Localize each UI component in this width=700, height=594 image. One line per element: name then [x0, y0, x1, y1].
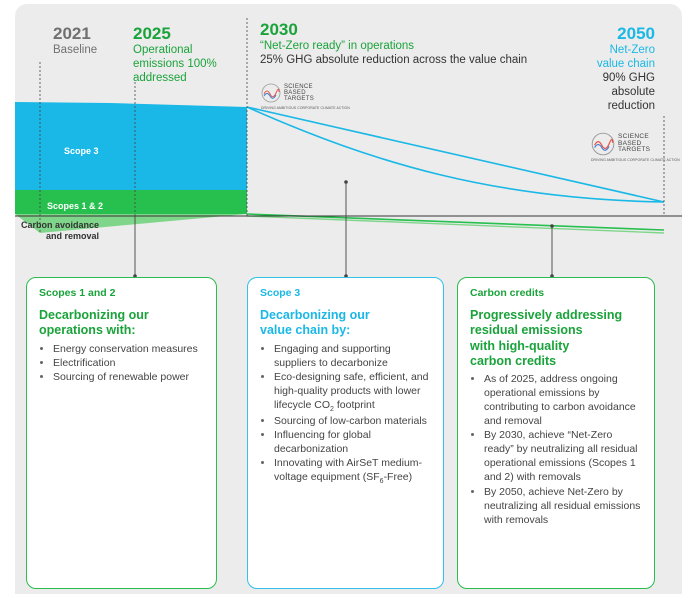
card-carbon-credits: Carbon credits Progressively addressing … — [457, 277, 655, 589]
list-item: Electrification — [53, 356, 204, 370]
list-item: Innovating with AirSeT medium-voltage eq… — [274, 456, 431, 487]
milestone-2050-text-line: reduction — [607, 99, 655, 112]
connector-credits-top-dot — [550, 224, 554, 228]
list-item: As of 2025, address ongoing operational … — [484, 372, 642, 428]
sbti-logo-2030: SCIENCE BASED TARGETS DRIVING AMBITIOUS … — [261, 76, 350, 110]
list-item: Sourcing of renewable power — [53, 370, 204, 384]
card-scopes12: Scopes 1 and 2 Decarbonizing our operati… — [26, 277, 217, 589]
milestone-2050-year: 2050 — [617, 24, 655, 43]
card-bullet-list: As of 2025, address ongoing operational … — [470, 372, 642, 527]
card-bullet-list: Engaging and supporting suppliers to dec… — [260, 342, 431, 487]
sbti-tagline: DRIVING AMBITIOUS CORPORATE CLIMATE ACTI… — [591, 158, 680, 162]
card-heading: Progressively addressing residual emissi… — [470, 308, 623, 368]
scope3-label: Scope 3 — [64, 146, 99, 156]
card-category: Scopes 1 and 2 — [39, 287, 116, 299]
connector-scope3-dot — [344, 274, 348, 278]
card-category: Scope 3 — [260, 287, 301, 299]
sbti-logo-text: SCIENCE BASED TARGETS — [618, 132, 651, 154]
scopes12-band — [15, 190, 247, 214]
scope3-trajectory-upper — [246, 106, 665, 203]
removal-trajectory — [246, 215, 665, 234]
list-item: By 2050, achieve Net-Zero by neutralizin… — [484, 485, 642, 527]
milestone-2050: 2050 Net-Zero value chain 90% GHG absolu… — [597, 24, 655, 113]
emissions-trajectory-chart — [15, 18, 682, 278]
card-heading: Decarbonizing our value chain by: — [260, 308, 370, 338]
milestone-2050-text-line: absolute — [611, 85, 655, 98]
science-based-targets-icon — [261, 83, 281, 103]
infographic-panel: Scope 3 Scopes 1 & 2 Carbon avoidance an… — [15, 4, 682, 594]
milestone-2030-line2: 25% GHG absolute reduction across the va… — [260, 54, 528, 67]
connector-scopes12-dot — [133, 274, 137, 278]
milestone-2030-year: 2030 — [260, 20, 298, 39]
connector-credits-dot — [550, 274, 554, 278]
sbti-logo-2050: SCIENCE BASED TARGETS DRIVING AMBITIOUS … — [591, 126, 680, 162]
scope3-band — [15, 102, 247, 190]
carbon-removal-wedge — [15, 214, 247, 233]
milestone-2025-text-line: addressed — [133, 71, 187, 84]
milestone-2050-text-line: Net-Zero — [609, 44, 655, 57]
milestone-2030: 2030 “Net-Zero ready” in operations 25% … — [260, 20, 527, 68]
science-based-targets-icon — [591, 132, 615, 156]
list-item: Engaging and supporting suppliers to dec… — [274, 342, 431, 370]
milestone-2021-text: Baseline — [53, 44, 98, 57]
milestone-2025-text-line: Operational — [133, 44, 193, 57]
scopes12-trajectory — [246, 213, 665, 231]
card-category: Carbon credits — [470, 287, 545, 299]
scopes12-label: Scopes 1 & 2 — [47, 201, 104, 211]
milestone-2021-year: 2021 — [53, 24, 91, 43]
scope3-trajectory-lower — [246, 106, 665, 203]
card-bullet-list: Energy conservation measures Electrifica… — [39, 342, 204, 384]
sbti-tagline: DRIVING AMBITIOUS CORPORATE CLIMATE ACTI… — [261, 106, 350, 110]
milestone-2025-text-line: emissions 100% — [133, 58, 217, 71]
milestone-2025-year: 2025 — [133, 24, 171, 43]
sbti-logo-text: SCIENCE BASED TARGETS — [284, 83, 314, 103]
connector-scope3-top-dot — [344, 180, 348, 184]
list-item: By 2030, achieve “Net-Zero ready” by neu… — [484, 428, 642, 484]
milestone-2021: 2021 Baseline — [53, 24, 97, 58]
list-item: Sourcing of low-carbon materials — [274, 414, 431, 428]
milestone-2050-text-line: value chain — [596, 58, 655, 71]
list-item: Influencing for global decarbonization — [274, 428, 431, 456]
list-item: Energy conservation measures — [53, 342, 204, 356]
list-item: Eco-designing safe, efficient, and high-… — [274, 370, 431, 415]
card-heading: Decarbonizing our operations with: — [39, 308, 149, 338]
carbon-avoidance-label: Carbon avoidance and removal — [21, 220, 100, 241]
card-scope3: Scope 3 Decarbonizing our value chain by… — [247, 277, 444, 589]
milestone-2050-text-line: 90% GHG — [602, 71, 655, 84]
milestone-2030-line1: “Net-Zero ready” in operations — [260, 40, 415, 53]
milestone-2025: 2025 Operational emissions 100% addresse… — [133, 24, 217, 86]
